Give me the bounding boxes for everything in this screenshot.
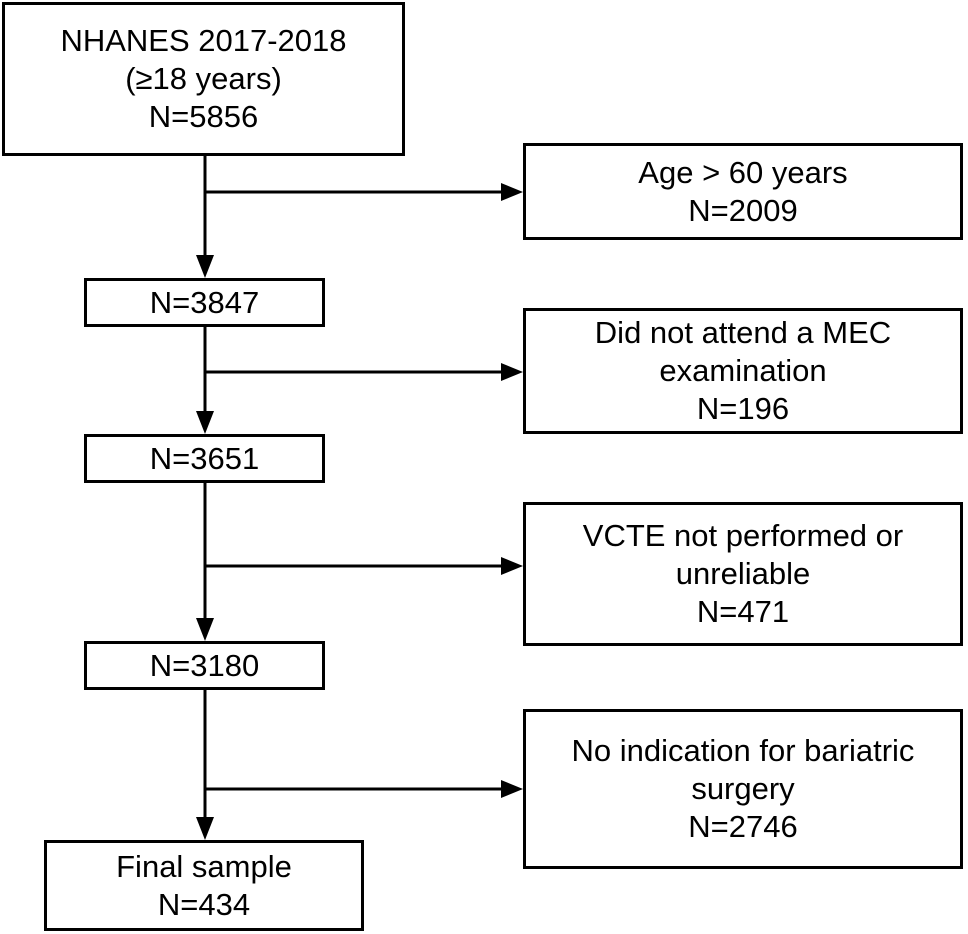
arrowhead-down-2 (196, 411, 214, 434)
exclusion-3-count: N=471 (696, 594, 790, 629)
exclusion-4-count: N=2746 (688, 809, 798, 844)
exclusion-2-count: N=196 (696, 391, 790, 426)
exclusion-2-reason-line1: Did not attend a MEC (594, 315, 892, 350)
exclusion-3-reason-line1: VCTE not performed or (582, 518, 904, 553)
start-box: NHANES 2017-2018 (≥18 years) N=5856 (2, 2, 405, 156)
start-criteria: (≥18 years) (125, 61, 282, 96)
count-2-value: N=3651 (149, 440, 260, 476)
exclusion-4-reason-line2: surgery (691, 771, 795, 806)
exclusion-box-1: Age > 60 years N=2009 (523, 143, 963, 240)
arrowhead-right-4 (501, 780, 523, 798)
final-sample-label: Final sample (116, 848, 292, 884)
exclusion-3-reason-line2: unreliable (675, 556, 811, 591)
exclusion-box-3: VCTE not performed or unreliable N=471 (523, 502, 963, 646)
final-sample-count: N=434 (157, 886, 251, 922)
arrowhead-down-1 (196, 255, 214, 278)
count-3-value: N=3180 (149, 647, 260, 683)
exclusion-1-count: N=2009 (688, 192, 798, 228)
exclusion-4-reason-line1: No indication for bariatric (571, 733, 915, 768)
start-count: N=5856 (148, 99, 259, 134)
count-box-3: N=3180 (84, 641, 325, 690)
final-sample-box: Final sample N=434 (44, 840, 364, 931)
arrowhead-down-4 (196, 817, 214, 840)
exclusion-2-reason-line2: examination (659, 353, 827, 388)
arrowhead-right-3 (501, 557, 523, 575)
arrowhead-right-2 (501, 363, 523, 381)
arrowhead-down-3 (196, 618, 214, 641)
exclusion-1-reason: Age > 60 years (638, 154, 848, 190)
count-box-1: N=3847 (84, 278, 325, 327)
exclusion-box-4: No indication for bariatric surgery N=27… (523, 709, 963, 869)
count-1-value: N=3847 (149, 284, 260, 320)
count-box-2: N=3651 (84, 434, 325, 483)
exclusion-box-2: Did not attend a MEC examination N=196 (523, 308, 963, 434)
start-title: NHANES 2017-2018 (60, 23, 347, 58)
arrowhead-right-1 (501, 183, 523, 201)
